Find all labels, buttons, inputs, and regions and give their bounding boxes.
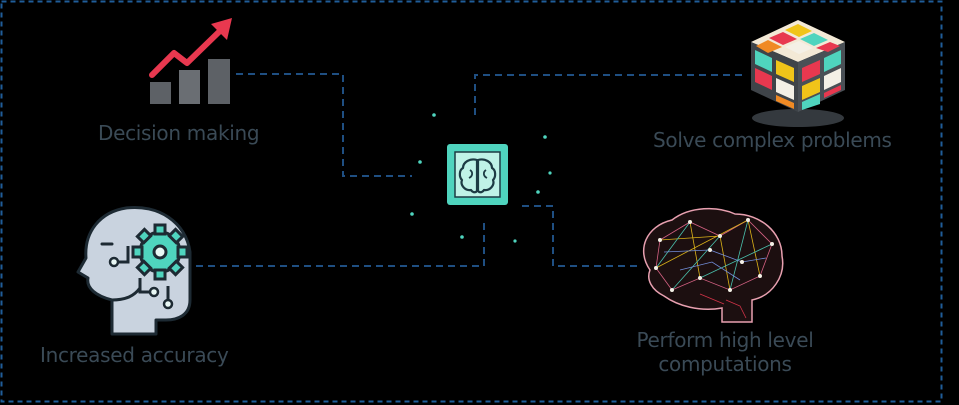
increased-accuracy-label: Increased accuracy [40,343,229,367]
dashed-border [0,0,943,403]
head-gear-circuit-icon [76,205,192,336]
perform-high-level-computations-label: Perform high level computations [636,328,814,376]
sparkle-dots [410,113,552,243]
decision-making-label: Decision making [98,121,260,145]
connector-decision [236,73,412,177]
connector-solve [474,74,742,120]
rubiks-cube-icon [751,20,845,127]
connector-perform [522,205,642,267]
rising-bar-chart-icon [149,18,232,104]
brain-chip-icon [447,144,508,205]
connector-lines [196,73,742,267]
connector-accuracy [196,218,485,267]
solve-complex-problems-label: Solve complex problems [653,128,892,152]
neural-brain-network-icon [642,207,784,323]
